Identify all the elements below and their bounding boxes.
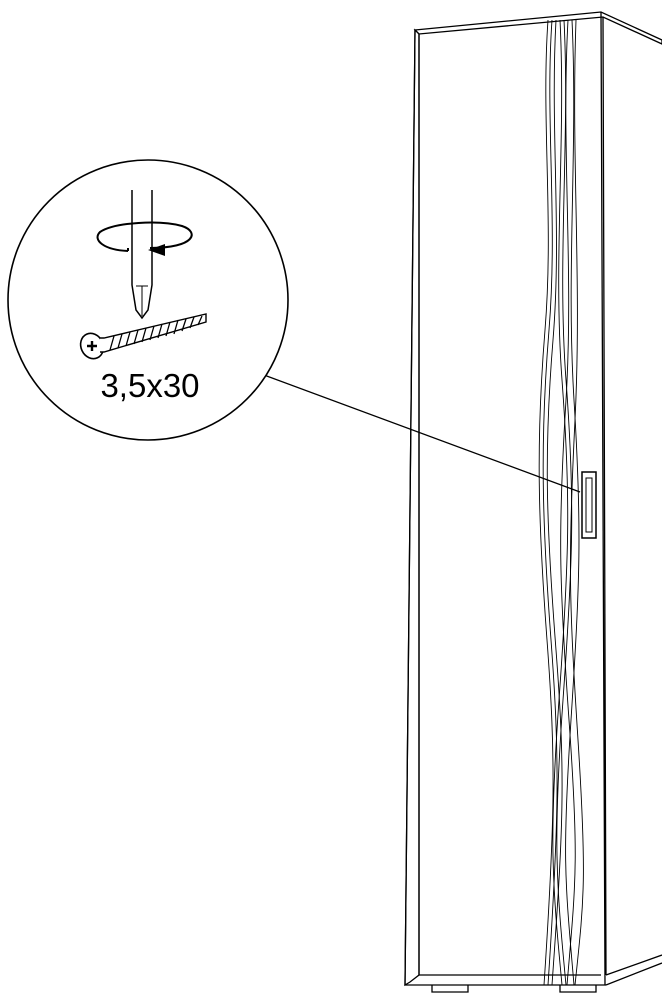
door-wave-decoration: [538, 19, 584, 986]
door-front-left-edge: [404, 29, 606, 986]
cabinet: [404, 11, 662, 993]
cabinet-side-bottom: [605, 954, 662, 986]
cabinet-foot-left: [431, 985, 469, 993]
callout-leader-line: [263, 374, 581, 493]
rotation-arrow-icon: [96, 221, 193, 256]
screw-size-label: 3,5x30: [100, 367, 199, 404]
screw-icon: [79, 313, 207, 360]
cabinet-foot-right: [559, 985, 597, 993]
screwdriver-icon: [131, 190, 153, 320]
cabinet-side-panel: [600, 11, 607, 986]
handle-icon: [581, 471, 597, 539]
cabinet-top: [413, 11, 662, 45]
door-inner-edge: [418, 34, 601, 976]
detail-callout: 3,5x30: [7, 159, 289, 441]
